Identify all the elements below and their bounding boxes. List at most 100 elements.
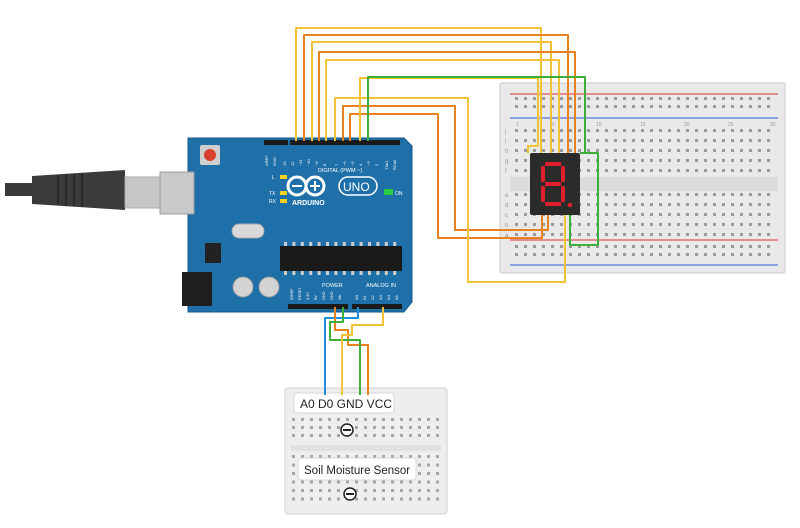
hole: [400, 480, 403, 484]
hole: [587, 213, 590, 216]
hole: [551, 245, 554, 248]
wire-green-2[interactable]: [569, 152, 599, 246]
hole: [355, 489, 358, 492]
hole: [569, 245, 572, 248]
svg-text:30: 30: [770, 122, 776, 128]
wire-green-gnd[interactable]: [329, 307, 361, 395]
seven-segment-display[interactable]: [530, 153, 580, 215]
hole: [677, 213, 680, 216]
wire-orange-vcc[interactable]: [334, 307, 369, 395]
hole: [533, 233, 536, 236]
main-breadboard[interactable]: j i h g f e d c b a 1 5 10 15 20 25 30: [499, 82, 786, 274]
wire-yellow-1[interactable]: [295, 27, 542, 153]
hole: [319, 480, 322, 484]
wire-yellow-3[interactable]: [325, 59, 560, 153]
hole: [749, 169, 752, 172]
wire-yellow-d0[interactable]: [341, 307, 384, 395]
wire-yellow-2[interactable]: [311, 41, 552, 153]
wire-yellow-5[interactable]: [359, 77, 539, 153]
sensor-connector-bottom[interactable]: [343, 487, 357, 501]
hole: [641, 213, 644, 216]
hole: [409, 418, 412, 421]
hole: [364, 426, 367, 429]
hole: [641, 97, 644, 100]
hole: [749, 159, 752, 162]
hole: [704, 245, 707, 248]
hole: [542, 253, 545, 256]
hole: [713, 193, 716, 196]
hole: [731, 223, 734, 226]
hole: [641, 223, 644, 226]
hole: [740, 159, 743, 162]
hole: [418, 434, 421, 437]
hole: [695, 105, 698, 108]
hole: [641, 139, 644, 142]
hole: [713, 129, 716, 132]
hole: [614, 223, 617, 226]
hole: [641, 253, 644, 256]
hole: [409, 489, 412, 492]
chip-pin: [351, 271, 355, 275]
hole: [704, 233, 707, 236]
hole: [695, 97, 698, 100]
hole: [740, 139, 743, 142]
hole: [301, 426, 304, 429]
hole: [704, 97, 707, 100]
wire-yellow-4[interactable]: [334, 97, 566, 283]
hole: [668, 139, 671, 142]
hole: [767, 159, 770, 162]
wire-orange-3[interactable]: [342, 105, 549, 231]
wire-orange-2[interactable]: [318, 51, 576, 153]
atmega-chip-pins: [284, 242, 397, 275]
hole: [659, 97, 662, 100]
wire-orange-4[interactable]: [349, 113, 543, 239]
chip-pin: [300, 242, 304, 246]
hole: [569, 253, 572, 256]
hole: [364, 480, 367, 484]
hole: [641, 105, 644, 108]
chip-pin: [376, 271, 380, 275]
hole: [758, 233, 761, 236]
hole: [524, 193, 527, 196]
sensor-connector-top[interactable]: [340, 423, 354, 437]
hole: [713, 149, 716, 152]
hole: [767, 233, 770, 236]
hole: [641, 169, 644, 172]
hole: [551, 223, 554, 226]
hole: [758, 203, 761, 206]
hole: [614, 253, 617, 256]
usb-cable[interactable]: [5, 170, 164, 210]
wire-orange-1[interactable]: [303, 34, 569, 153]
svg-text:g: g: [505, 159, 508, 165]
hole: [632, 233, 635, 236]
hole: [749, 139, 752, 142]
hole: [578, 139, 581, 142]
hole: [578, 223, 581, 226]
power-pin-labels: IOREF RESET 3.3V 5V GND GND Vin: [290, 287, 342, 300]
usb-plug-grip: [57, 173, 83, 207]
hole: [722, 193, 725, 196]
hole: [560, 139, 563, 142]
hole: [650, 213, 653, 216]
hole: [578, 253, 581, 256]
hole: [623, 245, 626, 248]
hole: [551, 97, 554, 100]
hole: [533, 139, 536, 142]
hole: [668, 169, 671, 172]
wire-blue-a0[interactable]: [324, 307, 359, 395]
hole: [686, 193, 689, 196]
arduino-label: ARDUINO: [292, 200, 325, 207]
hole: [623, 105, 626, 108]
hole: [749, 193, 752, 196]
hole: [605, 203, 608, 206]
hole: [632, 139, 635, 142]
reset-button[interactable]: [204, 149, 216, 161]
hole: [695, 245, 698, 248]
hole: [704, 105, 707, 108]
arduino-uno-board[interactable]: ARDUINO UNO ON L TX RX DIGITAL (PWM ~) P…: [159, 137, 413, 313]
hole: [605, 97, 608, 100]
hole: [587, 245, 590, 248]
hole: [578, 105, 581, 108]
hole: [560, 223, 563, 226]
wire-green-1[interactable]: [367, 76, 586, 153]
